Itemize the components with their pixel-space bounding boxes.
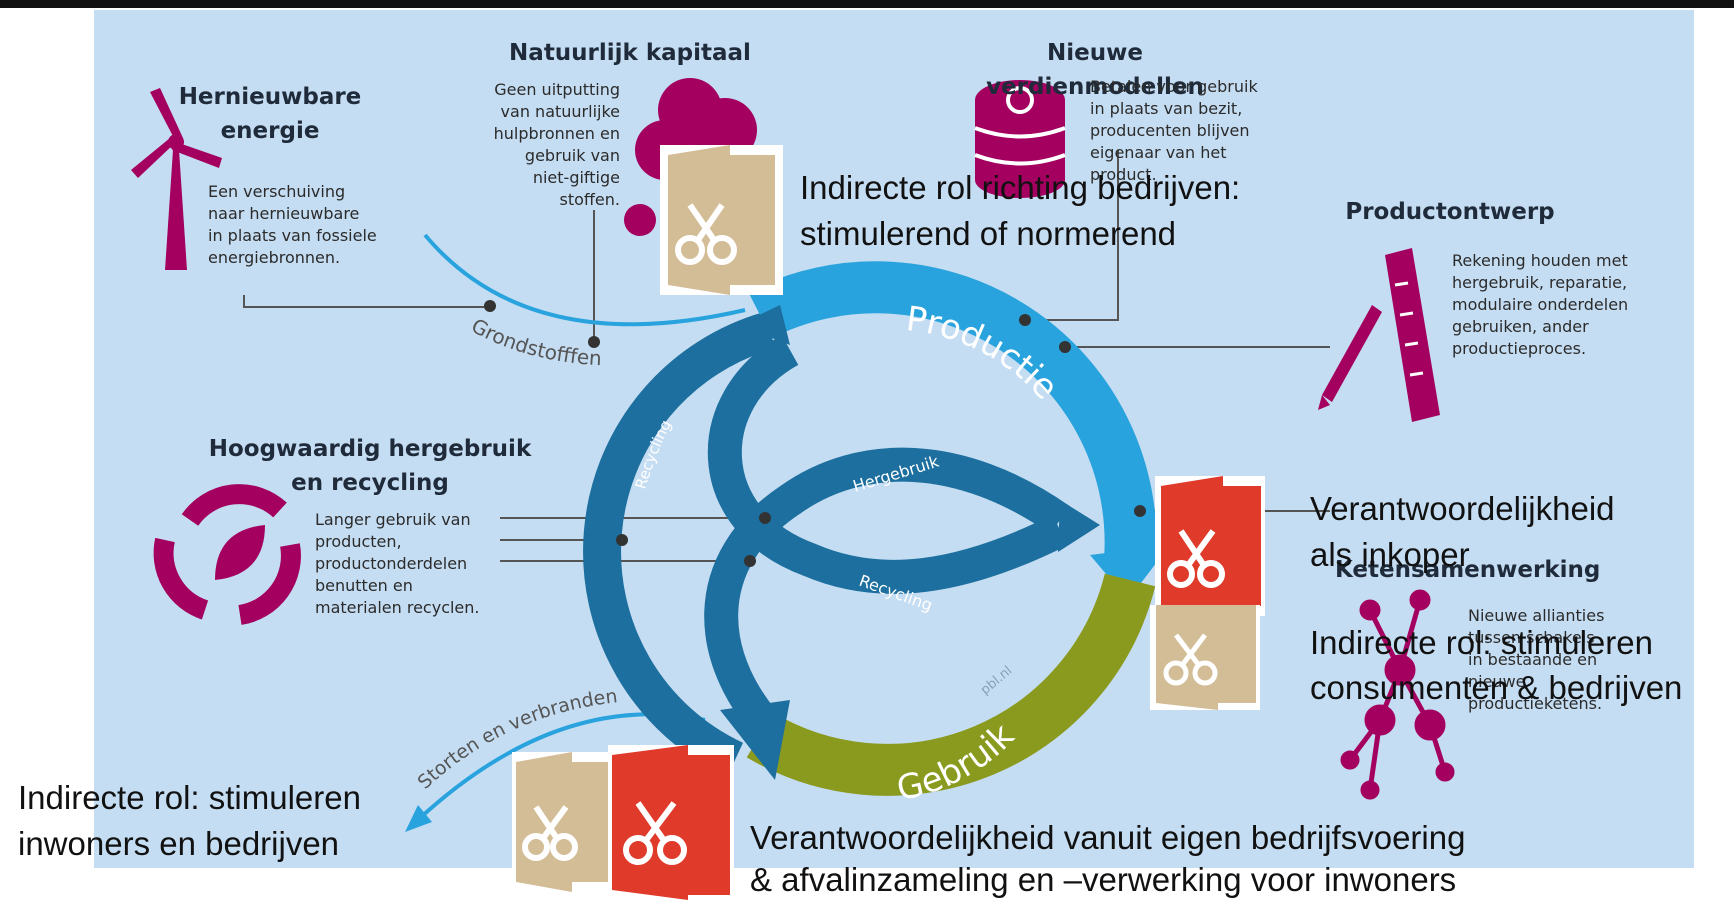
residents-line1: Indirecte rol: stimuleren — [18, 779, 361, 816]
renewable-line: in plaats van fossiele — [208, 226, 377, 245]
connector-dots — [484, 300, 1146, 567]
chain-line: Nieuwe allianties — [1468, 606, 1605, 625]
credit-label: pbl.nl — [978, 663, 1015, 698]
natural-capital-line: hulpbronnen en — [493, 124, 620, 143]
product-design-line: hergebruik, reparatie, — [1452, 273, 1628, 292]
tan-key-door-icon — [1150, 605, 1260, 710]
reuse-title: Hoogwaardig hergebruik en recycling — [200, 432, 540, 500]
wind-turbine-icon — [131, 88, 222, 270]
buyer-line1: Verantwoordelijkheid — [1310, 490, 1615, 527]
renewable-title-line1: Hernieuwbare — [178, 84, 362, 110]
reuse-title-line1: Hoogwaardig hergebruik — [208, 436, 532, 462]
indirect-companies-line2: stimulerend of normerend — [800, 215, 1177, 252]
chain-line: tussen schakels — [1468, 628, 1595, 647]
renewable-line: naar hernieuwbare — [208, 204, 360, 223]
renewable-title-line2: energie — [220, 118, 320, 144]
natural-capital-line: stoffen. — [559, 190, 621, 209]
reuse-description: Langer gebruik van producten, productond… — [315, 509, 515, 619]
reuse-line: Langer gebruik van — [315, 510, 471, 529]
operations-line2: & afvalinzameling en –verwerking voor in… — [750, 861, 1457, 898]
chain-line: nieuwe — [1468, 672, 1526, 691]
product-design-description: Rekening houden met hergebruik, reparati… — [1452, 250, 1682, 360]
natural-capital-line: gebruik van — [524, 146, 620, 165]
operations-line1: Verantwoordelijkheid vanuit eigen bedrij… — [750, 819, 1466, 856]
recycle-leaf-icon — [153, 484, 301, 625]
buyer-line2: als inkoper — [1310, 536, 1470, 573]
tan-key-door-icon — [512, 752, 612, 892]
reuse-line: productonderdelen — [315, 554, 468, 573]
chain-title: Ketensamenwerking — [1335, 557, 1601, 583]
inner-arrowhead — [1058, 500, 1100, 552]
usage-arrowhead — [720, 700, 790, 780]
earning-models-line: eigenaar van het — [1090, 143, 1227, 162]
landfill-arrowhead — [405, 805, 432, 832]
product-design-title: Productontwerp — [1345, 199, 1555, 225]
reuse-title-line2: en recycling — [291, 470, 449, 496]
product-design-line: productieproces. — [1452, 339, 1587, 358]
product-design-line: gebruiken, ander — [1452, 317, 1589, 336]
natural-capital-title: Natuurlijk kapitaal — [509, 40, 751, 66]
earning-models-line: Betalen voor gebruik — [1090, 77, 1258, 96]
chain-line: in bestaande en — [1468, 650, 1598, 669]
natural-capital-line: Geen uitputting — [494, 80, 620, 99]
connector-lines — [243, 150, 1330, 562]
chain-description: Nieuwe allianties tussen schakels in bes… — [1468, 605, 1668, 715]
outer-recycling-ring — [583, 311, 776, 778]
network-icon — [1340, 589, 1455, 800]
red-key-door-icon — [608, 745, 734, 900]
natural-capital-description: Geen uitputting van natuurlijke hulpbron… — [455, 79, 620, 211]
inner-loop-left — [704, 447, 1070, 753]
euro-coins-icon — [974, 80, 1066, 198]
product-design-line: modulaire onderdelen — [1452, 295, 1629, 314]
renewable-line: Een verschuiving — [208, 182, 346, 201]
ruler-pencil-icon — [1318, 248, 1440, 422]
reuse-line: materialen recyclen. — [315, 598, 480, 617]
product-design-line: Rekening houden met — [1452, 251, 1628, 270]
usage-arc — [746, 573, 1156, 796]
earning-models-title: Nieuwe verdienmodellen — [986, 40, 1204, 100]
raw-materials-arrow — [423, 233, 746, 327]
earning-models-description: Betalen voor gebruik in plaats van bezit… — [1090, 76, 1290, 186]
renewable-title: Hernieuwbare energie — [170, 80, 370, 148]
residents-line2: inwoners en bedrijven — [18, 825, 340, 862]
reuse-line: producten, — [315, 532, 402, 551]
natural-capital-line: van natuurlijke — [500, 102, 620, 121]
earning-models-line: in plaats van bezit, — [1090, 99, 1243, 118]
reuse-line: benutten en — [315, 576, 413, 595]
renewable-line: energiebronnen. — [208, 248, 341, 267]
red-key-door-icon — [1155, 476, 1265, 616]
tan-key-door-icon — [660, 145, 783, 295]
top-border — [0, 0, 1734, 8]
production-arrowhead — [1090, 545, 1170, 600]
consumers-line1: Indirecte rol: stimuleren — [1310, 624, 1653, 661]
earning-models-line: product. — [1090, 165, 1157, 184]
natural-capital-line: niet-giftige — [532, 168, 620, 187]
earning-models-line: producenten blijven — [1090, 121, 1250, 140]
renewable-description: Een verschuiving naar hernieuwbare in pl… — [208, 181, 418, 269]
chain-line: productieketens. — [1468, 694, 1603, 713]
inner-loop-right — [707, 335, 1068, 594]
production-arc — [748, 261, 1157, 562]
production-tail — [738, 305, 790, 345]
consumers-line2: consumenten & bedrijven — [1310, 669, 1683, 706]
indirect-companies-line1: Indirecte rol richting bedrijven: — [800, 169, 1241, 206]
